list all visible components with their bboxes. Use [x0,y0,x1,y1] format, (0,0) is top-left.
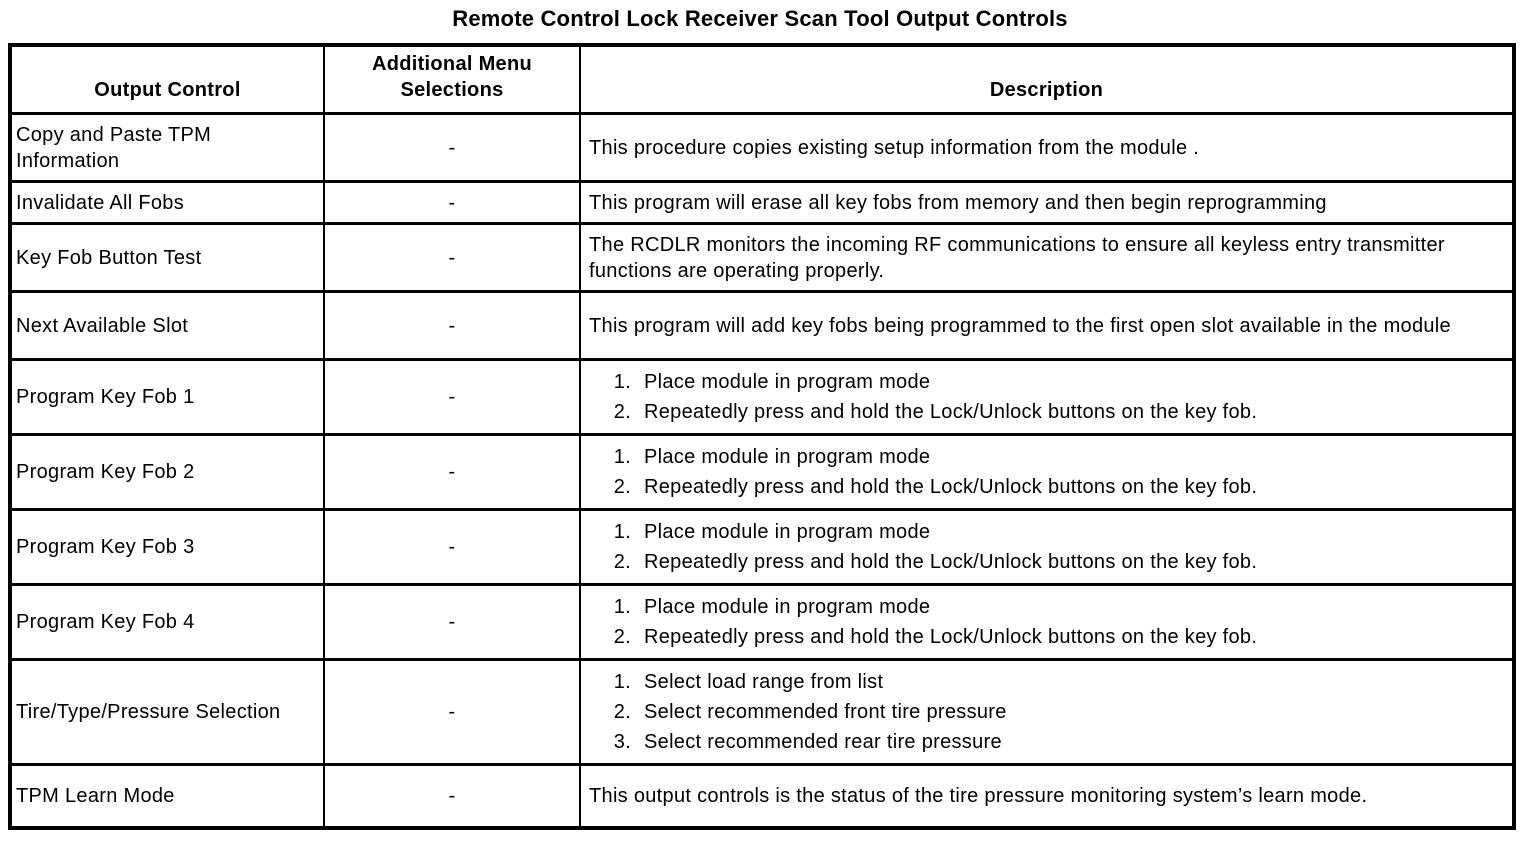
list-item: 2. Repeatedly press and hold the Lock/Unl… [589,549,1504,575]
output-control-cell: Next Available Slot [9,290,325,361]
description-cell: This output controls is the status of th… [579,763,1515,829]
list-number: 2. [613,626,631,648]
menu-selection-cell: - [323,222,581,293]
description-cell: 1. Select load range from list 2. Select re… [579,658,1515,766]
description-cell: 1. Place module in program mode 2. Repeated… [579,358,1515,436]
table-header-row: Output Control Additional Menu Selection… [9,43,1515,115]
list-text: Place module in program mode [644,596,931,618]
table-row: Program Key Fob 1- 1. Place module in prog… [9,358,1515,436]
table-row: Program Key Fob 4- 1. Place module in prog… [9,583,1515,661]
output-control-cell: Program Key Fob 2 [9,433,325,511]
list-item: 1. Place module in program mode [589,519,1504,545]
table-row: Invalidate All Fobs-This program will er… [9,180,1515,225]
table-row: Copy and Paste TPM Information-This proc… [9,112,1515,183]
list-text: Place module in program mode [644,371,931,393]
menu-selection-cell: - [323,290,581,361]
output-control-cell: Program Key Fob 3 [9,508,325,586]
list-item: 1. Place module in program mode [589,594,1504,620]
header-output-control: Output Control [9,43,325,115]
list-number: 1. [613,371,631,393]
list-number: 2. [613,476,631,498]
list-item: 1. Select load range from list [589,669,1504,695]
list-number: 1. [613,521,631,543]
output-control-cell: Program Key Fob 1 [9,358,325,436]
table-row: Key Fob Button Test-The RCDLR monitors t… [9,222,1515,293]
menu-selection-cell: - [323,433,581,511]
description-cell: This procedure copies existing setup inf… [579,112,1515,183]
list-item: 2. Select recommended front tire pressure [589,699,1504,725]
list-item: 1. Place module in program mode [589,369,1504,395]
output-control-cell: Copy and Paste TPM Information [9,112,325,183]
list-text: Repeatedly press and hold the Lock/Unloc… [644,476,1258,498]
list-text: Repeatedly press and hold the Lock/Unloc… [644,401,1258,423]
list-item: 2. Repeatedly press and hold the Lock/Unl… [589,474,1504,500]
table-row: Program Key Fob 3- 1. Place module in prog… [9,508,1515,586]
list-text: Select recommended rear tire pressure [644,731,1002,753]
list-text: Repeatedly press and hold the Lock/Unloc… [644,626,1258,648]
output-control-cell: Invalidate All Fobs [9,180,325,225]
menu-selection-cell: - [323,112,581,183]
description-cell: 1. Place module in program mode 2. Repeated… [579,583,1515,661]
table-row: Program Key Fob 2- 1. Place module in prog… [9,433,1515,511]
table-body: Copy and Paste TPM Information-This proc… [9,112,1515,829]
list-item: 1. Place module in program mode [589,444,1504,470]
page-title: Remote Control Lock Receiver Scan Tool O… [452,6,1068,31]
header-description: Description [579,43,1515,115]
list-text: Place module in program mode [644,521,931,543]
output-control-cell: Key Fob Button Test [9,222,325,293]
list-number: 1. [613,596,631,618]
output-controls-table: Output Control Additional Menu Selection… [8,43,1516,830]
table-row: Next Available Slot-This program will ad… [9,290,1515,361]
description-cell: The RCDLR monitors the incoming RF commu… [579,222,1515,293]
list-text: Place module in program mode [644,446,931,468]
menu-selection-cell: - [323,508,581,586]
list-text: Select recommended front tire pressure [644,701,1007,723]
description-cell: 1. Place module in program mode 2. Repeated… [579,508,1515,586]
list-text: Repeatedly press and hold the Lock/Unloc… [644,551,1258,573]
menu-selection-cell: - [323,658,581,766]
menu-selection-cell: - [323,583,581,661]
list-number: 2. [613,701,631,723]
table-row: Tire/Type/Pressure Selection- 1. Select lo… [9,658,1515,766]
list-number: 1. [613,446,631,468]
description-cell: 1. Place module in program mode 2. Repeated… [579,433,1515,511]
description-cell: This program will erase all key fobs fro… [579,180,1515,225]
table-row: TPM Learn Mode-This output controls is t… [9,763,1515,829]
description-cell: This program will add key fobs being pro… [579,290,1515,361]
menu-selection-cell: - [323,358,581,436]
output-control-cell: Program Key Fob 4 [9,583,325,661]
menu-selection-cell: - [323,180,581,225]
output-control-cell: TPM Learn Mode [9,763,325,829]
list-number: 2. [613,401,631,423]
list-item: 3. Select recommended rear tire pressure [589,729,1504,755]
menu-selection-cell: - [323,763,581,829]
list-item: 2. Repeatedly press and hold the Lock/Unl… [589,399,1504,425]
list-number: 3. [613,731,631,753]
list-text: Select load range from list [644,671,884,693]
list-item: 2. Repeatedly press and hold the Lock/Unl… [589,624,1504,650]
output-control-cell: Tire/Type/Pressure Selection [9,658,325,766]
list-number: 1. [613,671,631,693]
header-additional-menu: Additional Menu Selections [323,43,581,115]
list-number: 2. [613,551,631,573]
